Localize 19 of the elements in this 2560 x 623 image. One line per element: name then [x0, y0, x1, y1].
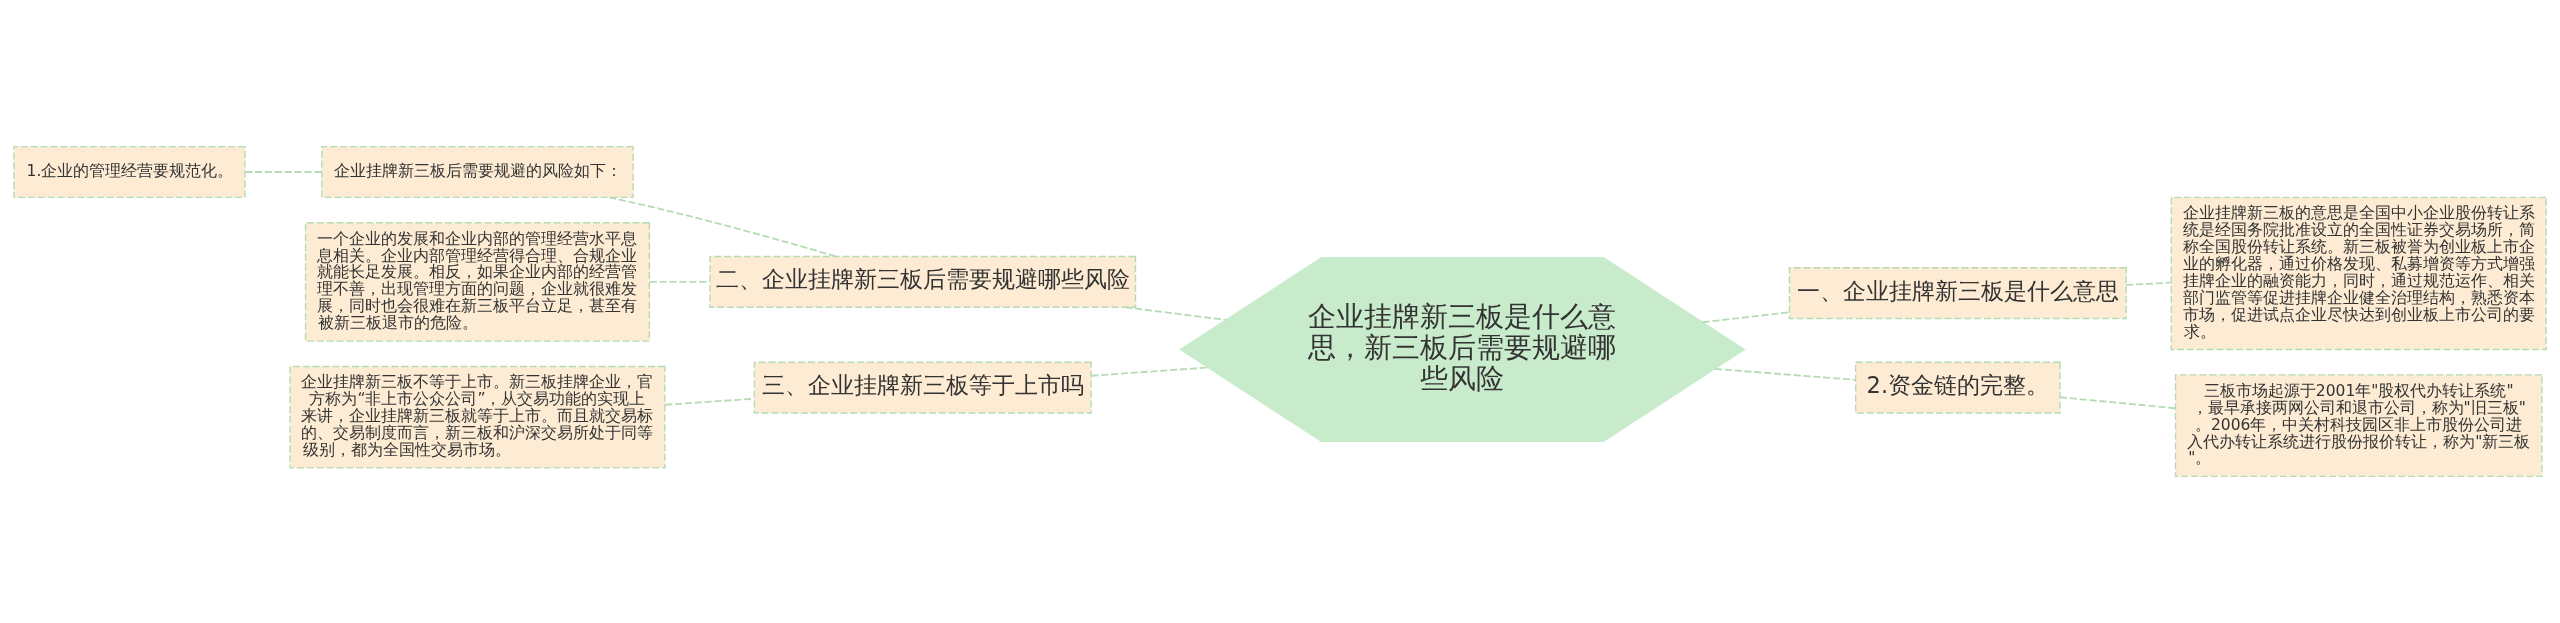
node-box: 三、企业挂牌新三板等于上市吗 [753, 361, 1092, 414]
node-box: 一、企业挂牌新三板是什么意思 [1788, 267, 2127, 320]
node-box: 一个企业的发展和企业内部的管理经营水平息息相关。企业内部管理经营得合理、合规企业就能长足发展。相反，如果企业内部的经营管理不善，出现管理方面的问题，企业就很难发展，同时也会很难在新三板平台立足，甚至有被新三板退市的危险。 [304, 222, 651, 342]
connector [244, 171, 323, 173]
node-box: 企业挂牌新三板后需要规避的风险如下： [321, 145, 634, 199]
node-box: 2.资金链的完整。 [1854, 361, 2061, 414]
node-box: 企业挂牌新三板的意思是全国中小企业股份转让系统是经国务院批准设立的全国性证券交易场所，简称全国股份转让系统。新三板被誉为创业板上市企业的孵化器，通过价格发现、私募增资等方式增强挂牌企业的融资能力，同时，通过规范运作、相关部门监管等促进挂牌企业健全治理结构，熟悉资本市场，促进试点企业尽快达到创业板上市公司的要求。 [2170, 196, 2547, 351]
node-box: 三板市场起源于2001年"股权代办转让系统"，最早承接两网公司和退市公司，称为"旧三板"。2006年，中关村科技园区非上市股份公司进入代办转让系统进行股份报价转让，称为"新三板"。 [2174, 374, 2543, 478]
connector [1090, 366, 1209, 377]
node-box: 1.企业的管理经营要规范化。 [13, 145, 246, 199]
connector [2059, 396, 2177, 410]
connector [2125, 281, 2172, 286]
node-box: 企业挂牌新三板不等于上市。新三板挂牌企业，官方称为“非上市公众公司”，从交易功能的实现上来讲，企业挂牌新三板就等于上市。而且就交易标的、交易制度而言，新三板和沪深交易所处于同等级别，都为全国性交易市场。 [289, 365, 666, 469]
connector [1124, 306, 1227, 321]
connector [608, 196, 838, 258]
connector [1713, 368, 1857, 381]
connector [649, 281, 711, 283]
node-box: 二、企业挂牌新三板后需要规避哪些风险 [709, 255, 1137, 308]
connector [1701, 311, 1790, 324]
